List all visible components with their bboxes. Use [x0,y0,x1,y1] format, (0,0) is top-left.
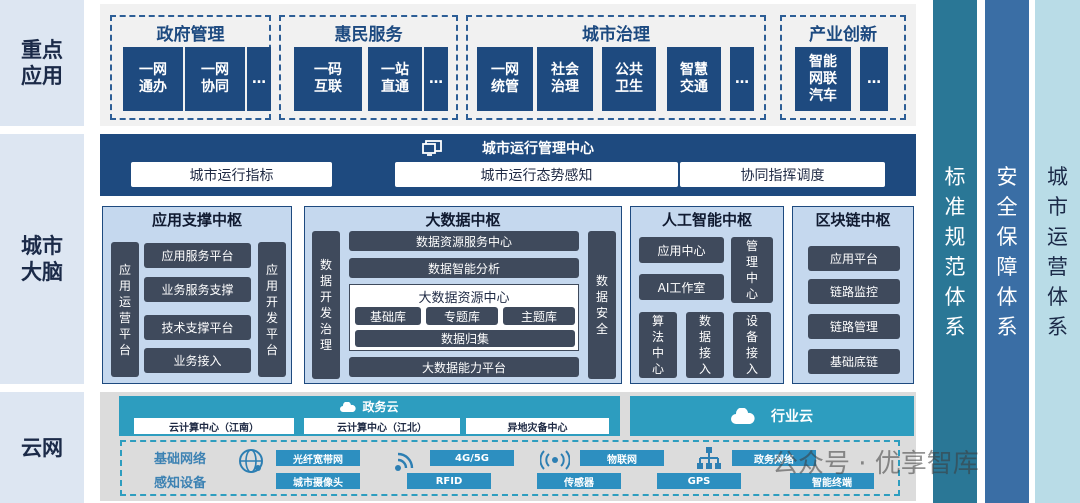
security-system[interactable]: 安 全 保 障 体 系 [985,0,1029,503]
hub-item[interactable]: 应用中心 [639,237,724,263]
ops-pill[interactable]: 城市运行指标 [131,162,332,187]
resource-center-title: 大数据资源中心 [418,291,510,306]
cloud-icon [731,408,755,424]
gov-cloud: 政务云 云计算中心（江南） 云计算中心（江北） 异地灾备中心 [119,396,620,436]
ai-data-access[interactable]: 数 据 接 入 [686,312,724,378]
device-chip[interactable]: RFID [407,473,491,489]
group-title: 产业创新 [809,25,877,45]
hub-item[interactable]: 应用服务平台 [144,243,251,268]
device-chip[interactable]: GPS [657,473,741,489]
app-box-more[interactable]: … [247,47,271,111]
app-box[interactable]: 公共 卫生 [602,47,656,111]
hub-item[interactable]: 业务接入 [144,348,251,373]
data-security[interactable]: 数 据 安 全 [588,231,616,379]
db-item[interactable]: 主题库 [503,307,575,325]
app-box[interactable]: 智能 网联 汽车 [795,47,851,111]
data-collect[interactable]: 数据归集 [355,330,575,347]
layer-label-apps: 重点 应用 [0,0,84,126]
group-title: 惠民服务 [334,25,403,45]
ops-title: 城市运行管理中心 [482,141,594,157]
hub-item[interactable]: 链路监控 [808,279,900,304]
operations-system[interactable]: 城 市 运 营 体 系 [1035,0,1080,503]
app-group-industry: 产业创新 智能 网联 汽车 … [780,15,906,120]
db-item[interactable]: 专题库 [426,307,498,325]
app-box[interactable]: 一网 统管 [477,47,533,111]
industry-cloud: 行业云 [630,396,914,436]
cloud-sub[interactable]: 云计算中心（江南） [134,418,294,434]
industry-cloud-title: 行业云 [771,409,813,425]
cloud-icon [340,401,357,412]
monitor-icon [422,140,442,156]
basic-network-label: 基础网络 [154,452,207,467]
hub-item[interactable]: 业务服务支撑 [144,277,251,302]
ai-algorithm-center[interactable]: 算 法 中 心 [639,312,677,378]
ai-device-access[interactable]: 设 备 接 入 [733,312,771,378]
db-item[interactable]: 基础库 [355,307,421,325]
ops-pill[interactable]: 协同指挥调度 [680,162,885,187]
app-box-more[interactable]: … [424,47,448,111]
sensing-devices-label: 感知设备 [154,476,207,491]
app-group-city: 城市治理 一网 统管 社会 治理 公共 卫生 智慧 交通 … [466,15,766,120]
ops-pill[interactable]: 城市运行态势感知 [395,162,678,187]
hub-item[interactable]: 数据资源服务中心 [349,231,579,251]
gov-cloud-title: 政务云 [362,400,399,414]
app-box[interactable]: 一站 直通 [368,47,422,111]
watermark-text: 公众号 · 优享智库 [772,449,979,479]
key-applications-band: 政府管理 一网 通办 一网 协同 … 惠民服务 一码 互联 一站 直通 … 城市… [100,4,916,126]
hub-item[interactable]: AI工作室 [639,274,724,300]
broadcast-icon [540,450,570,470]
cloud-sub[interactable]: 云计算中心（江北） [304,418,460,434]
app-box[interactable]: 一网 通办 [123,47,183,111]
app-ops-platform[interactable]: 应 用 运 营 平 台 [111,242,139,377]
hub-item[interactable]: 大数据能力平台 [349,357,579,377]
group-title: 城市治理 [582,25,650,45]
network-devices: 基础网络 感知设备 [120,440,900,496]
ai-hub: 人工智能中枢 应用中心 AI工作室 管 理 中 心 算 法 中 心 数 据 接 … [630,206,784,384]
app-box[interactable]: 智慧 交通 [667,47,721,111]
ai-manage-center[interactable]: 管 理 中 心 [731,237,773,303]
app-box-more[interactable]: … [730,47,754,111]
group-title: 政府管理 [156,25,225,45]
network-chip[interactable]: 光纤宽带网 [276,450,360,466]
device-chip[interactable]: 传感器 [537,473,621,489]
hub-item[interactable]: 应用平台 [808,246,900,271]
data-resource-center: 大数据资源中心 基础库 专题库 主题库 数据归集 [349,284,579,351]
hub-item[interactable]: 数据智能分析 [349,258,579,278]
network-chip[interactable]: 4G/5G [430,450,514,466]
gov-cloud-title-row: 政务云 [119,398,620,415]
cloud-network-band: 政务云 云计算中心（江南） 云计算中心（江北） 异地灾备中心 行业云 基础网络 … [100,392,916,501]
app-box[interactable]: 一码 互联 [294,47,362,111]
app-box[interactable]: 一网 协同 [185,47,245,111]
device-chip[interactable]: 城市摄像头 [276,473,360,489]
app-support-hub: 应用支撑中枢 应 用 运 营 平 台 应用服务平台 业务服务支撑 技术支撑平台 … [102,206,292,384]
hub-item[interactable]: 链路管理 [808,314,900,339]
big-data-hub: 大数据中枢 数 据 开 发 治 理 数据资源服务中心 数据智能分析 大数据资源中… [304,206,622,384]
standards-system[interactable]: 标 准 规 范 体 系 [933,0,977,503]
panel-title: 应用支撑中枢 [151,211,242,229]
globe-network-icon [239,449,263,473]
panel-title: 人工智能中枢 [661,211,752,229]
data-governance[interactable]: 数 据 开 发 治 理 [312,231,340,379]
network-chip[interactable]: 物联网 [580,450,664,466]
network-chip[interactable]: 政务网络 [732,450,816,466]
blockchain-hub: 区块链中枢 应用平台 链路监控 链路管理 基础底链 [792,206,914,384]
panel-title: 区块链中枢 [815,211,891,229]
hub-item[interactable]: 技术支撑平台 [144,315,251,340]
app-dev-platform[interactable]: 应 用 开 发 平 台 [258,242,286,377]
hub-item[interactable]: 基础底链 [808,349,900,374]
layer-label-brain: 城市 大脑 [0,134,84,384]
city-ops-center: 城市运行管理中心 城市运行指标 城市运行态势感知 协同指挥调度 [100,134,916,196]
app-box-more[interactable]: … [860,47,888,111]
panel-title: 大数据中枢 [425,211,501,229]
cloud-sub[interactable]: 异地灾备中心 [466,418,609,434]
app-group-gov: 政府管理 一网 通办 一网 协同 … [110,15,271,120]
network-topology-icon [697,447,721,469]
wireless-signal-icon [395,452,414,471]
ops-title-row: 城市运行管理中心 [100,138,916,158]
device-chip[interactable]: 智能终端 [790,473,874,489]
layer-label-cloud: 云网 [0,392,84,503]
app-box[interactable]: 社会 治理 [537,47,593,111]
app-group-people: 惠民服务 一码 互联 一站 直通 … [279,15,458,120]
